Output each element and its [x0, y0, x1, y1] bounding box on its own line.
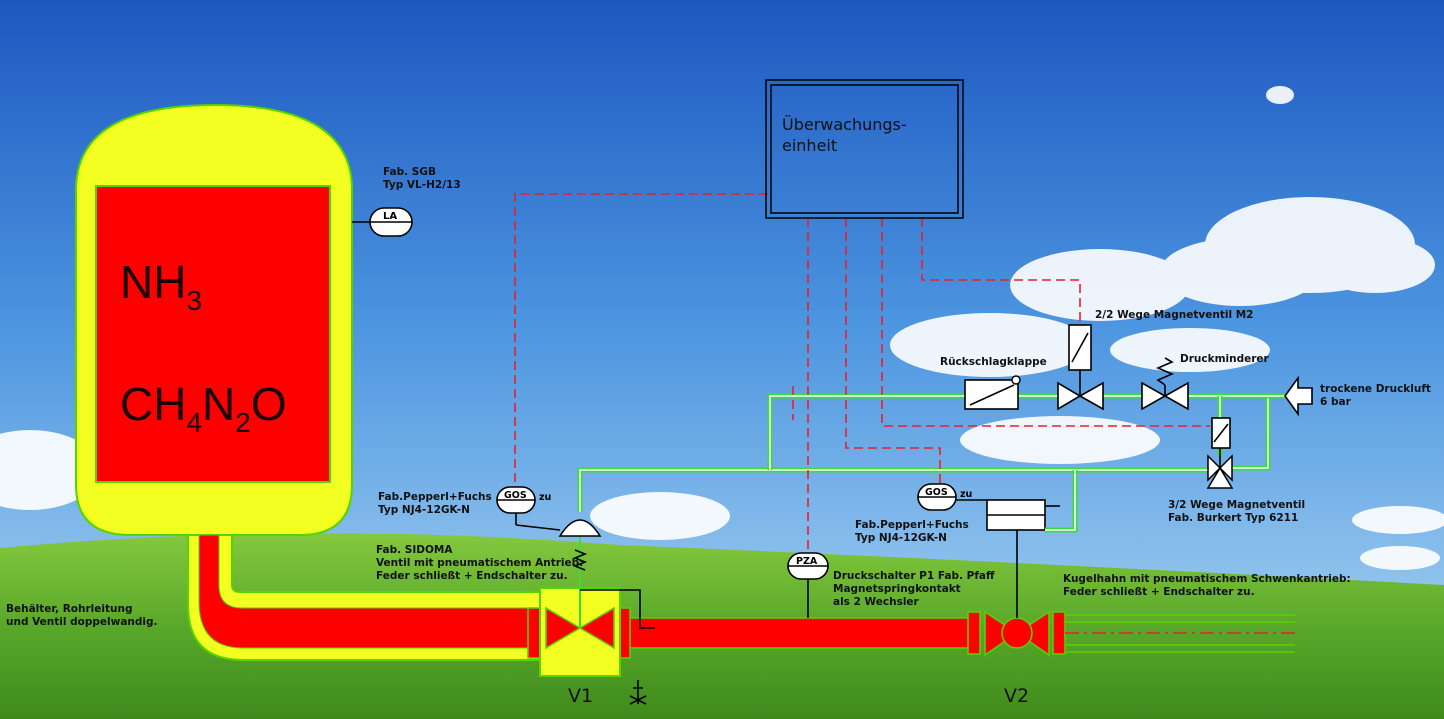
formula-nh3-sub: 3	[186, 285, 202, 316]
formula-nh3: NH	[120, 256, 186, 308]
air-label-2: 6 bar	[1320, 396, 1352, 408]
m2-label: 2/2 Wege Magnetventil M2	[1095, 309, 1253, 321]
formula-ch4n2o-c: O	[251, 378, 287, 430]
gos-sensor-1: GOS zu Fab.Pepperl+Fuchs Typ NJ4-12GK-N	[378, 486, 561, 531]
la-instrument: LA Fab. SGB Typ VL-H2/13	[352, 166, 461, 237]
air-label-1: trockene Druckluft	[1320, 383, 1431, 395]
pressure-reducer: Druckminderer	[1141, 353, 1270, 411]
gos2-zu: zu	[960, 489, 972, 500]
tank-medium	[95, 185, 331, 483]
sidoma-line-1: Fab. SIDOMA	[376, 544, 453, 556]
drain-valve-icon	[629, 680, 647, 705]
ball-valve-line-1: Kugelhahn mit pneumatischem Schwenkantri…	[1063, 573, 1351, 585]
pza-line-2: Magnetspringkontakt	[833, 583, 961, 595]
la-tag: LA	[383, 211, 397, 222]
clouds	[0, 86, 1444, 570]
pipe-after-v2	[1065, 614, 1295, 653]
gos2-tag: GOS	[925, 487, 948, 498]
tank: NH3 CH4N2O	[75, 103, 353, 536]
valve-v2	[984, 530, 1050, 657]
formula-ch4n2o-b: N	[202, 378, 235, 430]
svg-text:CH4N2O: CH4N2O	[120, 378, 287, 438]
gos2-type: Typ NJ4-12GK-N	[855, 532, 947, 544]
monitor-title-1: Überwachungs-	[782, 115, 907, 134]
monitoring-unit: Überwachungs- einheit	[765, 79, 964, 219]
reducer-label: Druckminderer	[1180, 353, 1270, 365]
gos-sensor-2: GOS zu Fab.Pepperl+Fuchs Typ NJ4-12GK-N	[855, 483, 987, 544]
gos1-zu: zu	[539, 492, 551, 503]
tank-note-1: Behälter, Rohrleitung	[6, 603, 132, 615]
v32-label-1: 3/2 Wege Magnetventil	[1168, 499, 1305, 511]
svg-text:NH3: NH3	[120, 256, 202, 316]
gos1-tag: GOS	[504, 490, 527, 501]
check-valve-label: Rückschlagklappe	[940, 356, 1047, 368]
sidoma-line-3: Feder schließt + Endschalter zu.	[376, 570, 568, 582]
control-lines	[514, 193, 1210, 555]
la-type: Typ VL-H2/13	[383, 179, 461, 191]
air-lines	[577, 393, 1285, 533]
formula-sub-4: 4	[186, 407, 202, 438]
solenoid-valve-3-2: 3/2 Wege Magnetventil Fab. Burkert Typ 6…	[1168, 417, 1305, 524]
pza-line-1: Druckschalter P1 Fab. Pfaff	[833, 570, 995, 582]
check-valve: Rückschlagklappe	[940, 356, 1047, 410]
monitor-title-2: einheit	[782, 136, 837, 155]
formula-ch4n2o-a: CH	[120, 378, 186, 430]
pza-pressure-switch: PZA Druckschalter P1 Fab. Pfaff Magnetsp…	[787, 552, 995, 618]
valve-v1-label: V1	[568, 685, 593, 707]
la-maker: Fab. SGB	[383, 166, 436, 178]
main-pipe	[625, 617, 972, 649]
pza-line-3: als 2 Wechsler	[833, 596, 920, 608]
valve-v2-label: V2	[1004, 685, 1029, 707]
solenoid-valve-m2: 2/2 Wege Magnetventil M2	[1057, 309, 1253, 411]
gos2-maker: Fab.Pepperl+Fuchs	[855, 519, 969, 531]
tank-note-2: und Ventil doppelwandig.	[6, 616, 158, 628]
formula-sub-2: 2	[235, 407, 251, 438]
v2-actuator	[986, 499, 1060, 531]
valve-v1	[539, 519, 655, 705]
air-inlet-arrow-icon: trockene Druckluft 6 bar	[1284, 375, 1431, 417]
v32-label-2: Fab. Burkert Typ 6211	[1168, 512, 1298, 524]
gos1-type: Typ NJ4-12GK-N	[378, 504, 470, 516]
pza-tag: PZA	[796, 556, 818, 567]
ball-valve-line-2: Feder schließt + Endschalter zu.	[1063, 586, 1255, 598]
gos1-maker: Fab.Pepperl+Fuchs	[378, 491, 492, 503]
sidoma-line-2: Ventil mit pneumatischem Antrieb:	[376, 557, 583, 569]
